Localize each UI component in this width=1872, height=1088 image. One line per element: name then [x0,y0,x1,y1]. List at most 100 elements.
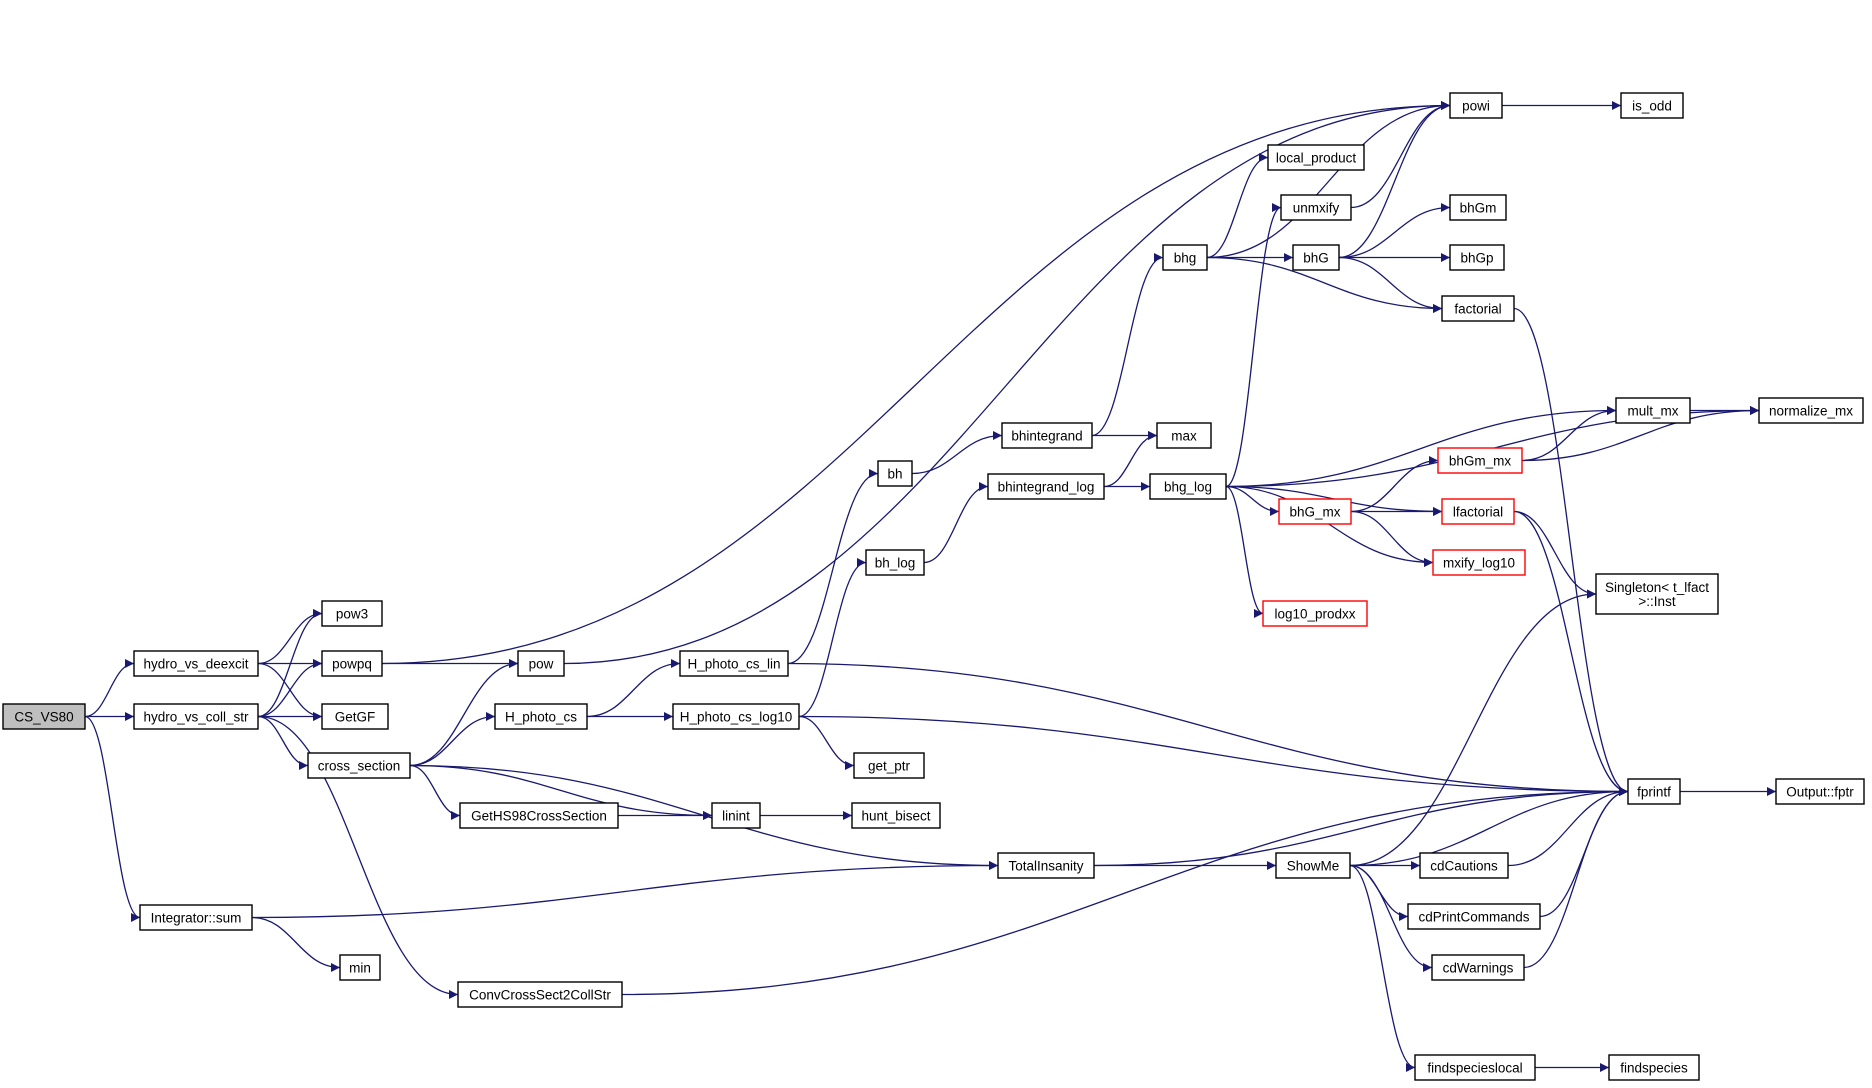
node-local-product[interactable]: local_product [1267,144,1365,171]
node-cdcautions[interactable]: cdCautions [1419,852,1509,879]
node-label: bhintegrand_log [998,480,1095,495]
node-pow3[interactable]: pow3 [321,600,383,627]
edge-hydro-vs-coll-str-to-powpq [257,659,323,718]
edge-showme-to-cdwarnings [1349,864,1433,972]
node-bhgm-mx[interactable]: bhGm_mx [1437,447,1523,474]
node-bhg-mx[interactable]: bhG_mx [1278,498,1352,525]
node-label: ShowMe [1287,859,1340,874]
edge-integrator-sum-to-totalinsanity [251,861,999,919]
node-box [1432,549,1526,576]
node-label: cdCautions [1430,859,1498,874]
node-fprintf[interactable]: fprintf [1627,778,1681,805]
node-cross-section[interactable]: cross_section [307,752,411,779]
edge-cdwarnings-to-fprintf [1523,787,1629,969]
node-cdwarnings[interactable]: cdWarnings [1431,954,1525,981]
node-powi[interactable]: powi [1449,92,1503,119]
node-box [1441,295,1515,322]
node-factorial[interactable]: factorial [1441,295,1515,322]
node-powpq[interactable]: powpq [321,650,383,677]
node-singleton-inst[interactable]: Singleton< t_lfact>::Inst [1595,573,1719,615]
edge-cs-vs80-to-integrator-sum [84,715,141,922]
node-findspecieslocal[interactable]: findspecieslocal [1414,1054,1536,1081]
node-h-photo-cs-lin[interactable]: H_photo_cs_lin [679,650,789,677]
node-mult-mx[interactable]: mult_mx [1615,397,1691,424]
node-box [1758,397,1864,424]
node-label: mult_mx [1627,404,1678,419]
node-unmxify[interactable]: unmxify [1280,194,1352,221]
node-label: min [349,961,371,976]
edge-bh-to-bhintegrand [911,431,1003,475]
node-normalize-mx[interactable]: normalize_mx [1758,397,1864,424]
node-label: bhg_log [1164,480,1212,495]
node-hydro-vs-deexcit[interactable]: hydro_vs_deexcit [133,650,259,677]
node-mxify-log10[interactable]: mxify_log10 [1432,549,1526,576]
node-h-photo-cs-log10[interactable]: H_photo_cs_log10 [672,703,800,730]
edge-showme-to-singleton-inst [1349,589,1597,867]
node-label: cdWarnings [1443,961,1514,976]
edge-cs-vs80-to-hydro-vs-deexcit [84,659,135,718]
node-bh[interactable]: bh [877,460,913,487]
node-getgf[interactable]: GetGF [321,703,389,730]
edge-bh-log-to-bhintegrand-log [923,482,989,564]
node-cdprintcommands[interactable]: cdPrintCommands [1407,903,1541,930]
node-label: bhG [1303,251,1329,266]
node-bhintegrand-log[interactable]: bhintegrand_log [987,473,1105,500]
node-bh-log[interactable]: bh_log [865,549,925,576]
function-nodes: CS_VS80 hydro_vs_deexcit hydro_vs_coll_str… [2,92,1865,1081]
node-box [1275,852,1351,879]
node-label: Singleton< t_lfact>::Inst [1605,580,1709,609]
node-box [1431,954,1525,981]
node-convcrosssect2collstr[interactable]: ConvCrossSect2CollStr [457,981,623,1008]
edge-bhg-mx-to-bhgm-mx [1350,456,1439,513]
node-integrator-sum[interactable]: Integrator::sum [139,904,253,931]
node-box [711,802,761,829]
node-label: normalize_mx [1769,404,1853,419]
node-box [1449,194,1507,221]
edge-h-photo-cs-lin-to-fprintf [787,662,1629,796]
node-get-ptr[interactable]: get_ptr [853,752,925,779]
node-label: hunt_bisect [861,809,930,824]
node-box [851,802,941,829]
node-cs-vs80[interactable]: CS_VS80 [2,703,86,730]
node-label: log10_prodxx [1274,607,1355,622]
node-findspecies[interactable]: findspecies [1608,1054,1700,1081]
node-bhg-log[interactable]: bhg_log [1149,473,1227,500]
node-box [679,650,789,677]
node-totalinsanity[interactable]: TotalInsanity [997,852,1095,879]
node-h-photo-cs[interactable]: H_photo_cs [494,703,588,730]
node-bhintegrand[interactable]: bhintegrand [1001,422,1093,449]
node-geths98crosssection[interactable]: GetHS98CrossSection [459,802,619,829]
node-bhgfn[interactable]: bhG [1292,244,1340,271]
node-box [1149,473,1227,500]
edge-bhgfn-to-powi [1338,101,1451,259]
node-box [997,852,1095,879]
node-bhgp[interactable]: bhGp [1449,244,1505,271]
node-output-fptr[interactable]: Output::fptr [1775,778,1865,805]
node-box [1627,778,1681,805]
node-pow[interactable]: pow [517,650,565,677]
edge-bhintegrand-log-to-max [1103,431,1158,488]
node-label: bhintegrand [1011,429,1082,444]
node-hydro-vs-coll-str[interactable]: hydro_vs_coll_str [133,703,259,730]
node-box [321,703,389,730]
node-label: is_odd [1632,99,1672,114]
node-box [1001,422,1093,449]
node-box [672,703,800,730]
node-is-odd[interactable]: is_odd [1620,92,1684,119]
node-lfactorial[interactable]: lfactorial [1441,498,1515,525]
node-log10-prodxx[interactable]: log10_prodxx [1262,600,1368,627]
edge-bhg-to-factorial [1206,256,1443,313]
node-bhg[interactable]: bhg [1162,244,1208,271]
node-max[interactable]: max [1156,422,1212,449]
node-bhgm[interactable]: bhGm [1449,194,1507,221]
node-label: H_photo_cs_log10 [680,710,793,725]
node-box [1156,422,1212,449]
node-box [1407,903,1541,930]
node-box [1620,92,1684,119]
edge-totalinsanity-to-fprintf [1093,787,1629,867]
edge-hydro-vs-deexcit-to-pow3 [257,609,323,665]
node-linint[interactable]: linint [711,802,761,829]
node-min[interactable]: min [339,954,381,981]
node-hunt-bisect[interactable]: hunt_bisect [851,802,941,829]
node-showme[interactable]: ShowMe [1275,852,1351,879]
